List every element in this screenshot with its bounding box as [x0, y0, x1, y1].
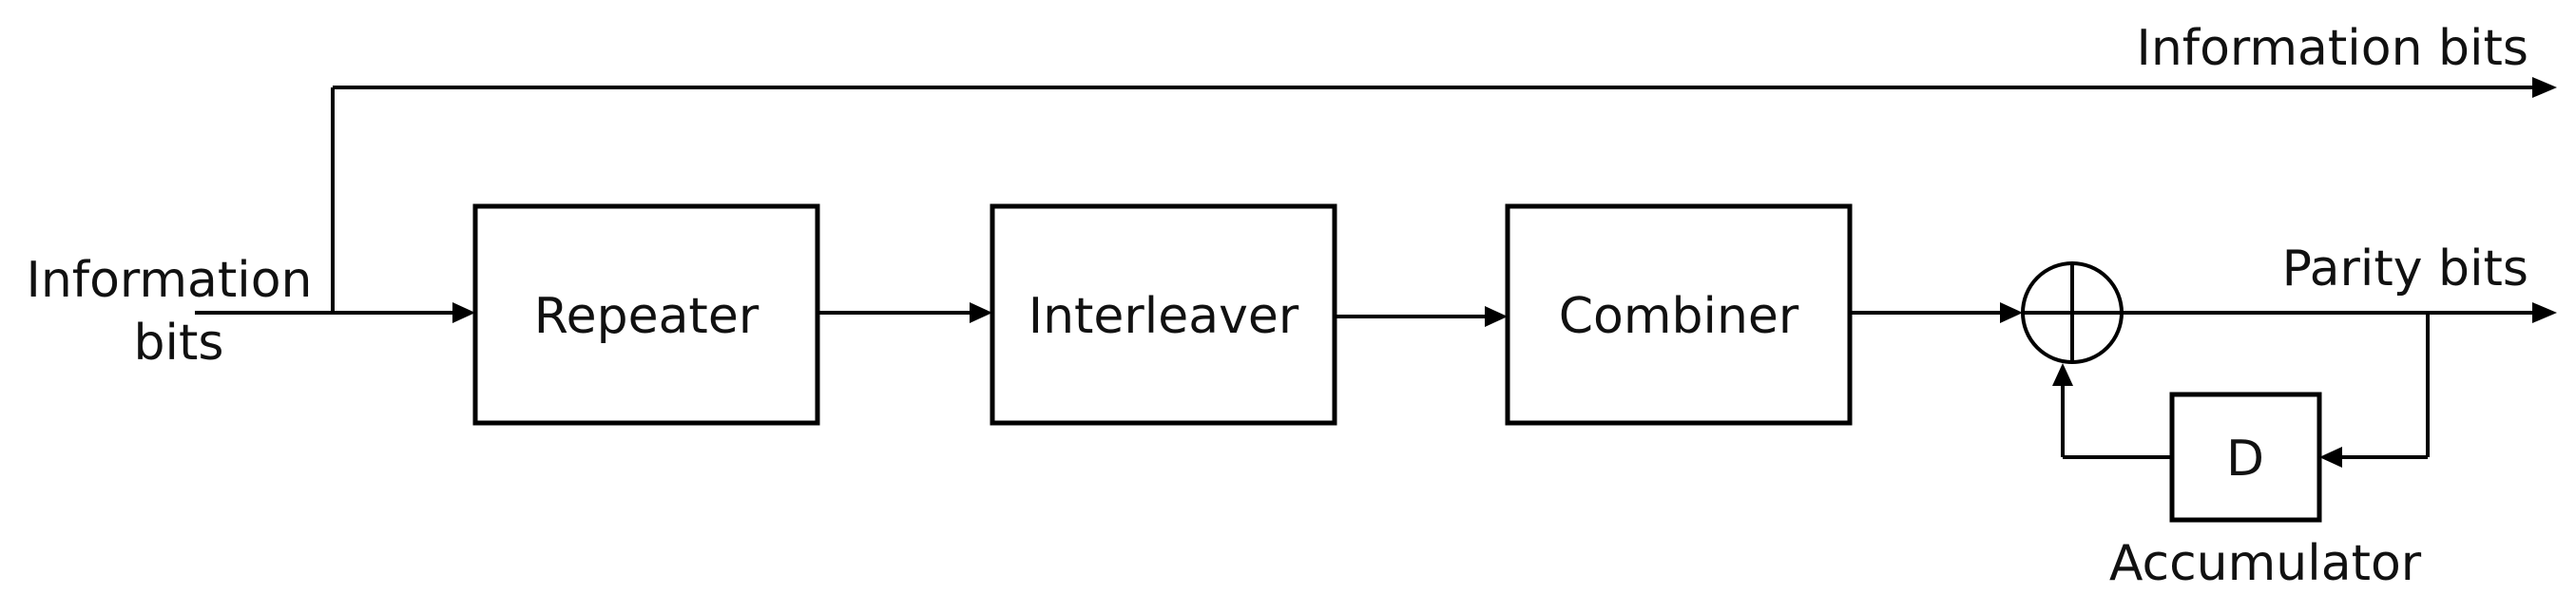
systematic-output-label: Information bits	[2137, 20, 2528, 77]
arrow-into-adder-bottom	[2052, 363, 2073, 386]
interleaver-block	[990, 203, 1337, 426]
repeater-block	[472, 203, 820, 426]
input-label-line1: Information	[26, 252, 312, 309]
combiner-block	[1505, 203, 1853, 426]
interleaver-label: Interleaver	[1028, 288, 1299, 345]
parity-output-label: Parity bits	[2282, 240, 2528, 298]
delay-label: D	[2226, 431, 2264, 488]
parity-output-arrow	[2532, 302, 2557, 323]
arrow-into-combiner	[1485, 306, 1508, 327]
arrow-into-interleaver	[970, 302, 992, 323]
repeater-label: Repeater	[534, 288, 759, 345]
systematic-output-arrow	[2532, 77, 2557, 98]
input-label-line2: bits	[134, 315, 224, 372]
delay-block	[2169, 392, 2322, 523]
arrow-into-delay	[2319, 447, 2342, 468]
arrow-into-adder	[2000, 302, 2023, 323]
combiner-label: Combiner	[1559, 288, 1799, 345]
accumulator-label: Accumulator	[2109, 535, 2422, 592]
arrow-into-repeater	[452, 302, 475, 323]
